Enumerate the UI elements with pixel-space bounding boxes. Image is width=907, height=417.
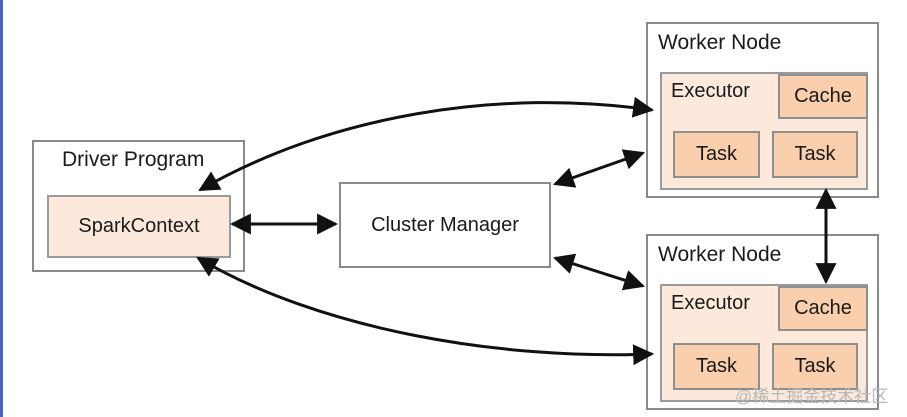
worker-node-2-title: Worker Node bbox=[658, 243, 782, 266]
left-edge-rule bbox=[0, 0, 3, 417]
arrow-cluster-worker2 bbox=[552, 253, 646, 291]
watermark: @稀土掘金技术社区 bbox=[735, 387, 889, 406]
worker-node-2-executor-label: Executor bbox=[671, 292, 750, 314]
worker-node-1-executor: Executor Cache Task Task bbox=[660, 72, 868, 190]
arrow-spark-worker1 bbox=[198, 96, 655, 192]
worker-node-1-cache: Cache bbox=[778, 74, 868, 119]
worker-node-2: Worker Node Executor Cache Task Task bbox=[646, 234, 879, 410]
worker-node-1-executor-label: Executor bbox=[671, 80, 750, 102]
spark-context: SparkContext bbox=[47, 195, 231, 258]
driver-program-title: Driver Program bbox=[62, 148, 205, 171]
worker-node-1-task-2: Task bbox=[772, 131, 858, 178]
worker-node-2-cache: Cache bbox=[778, 286, 868, 331]
worker-node-2-executor: Executor Cache Task Task bbox=[660, 284, 868, 402]
arrow-cluster-worker1 bbox=[553, 149, 645, 188]
worker-node-2-task-2: Task bbox=[772, 343, 858, 390]
worker-node-1-task-1: Task bbox=[673, 131, 760, 178]
worker-node-1-title: Worker Node bbox=[658, 31, 782, 54]
worker-node-1: Worker Node Executor Cache Task Task bbox=[646, 22, 879, 198]
worker-node-2-task-1: Task bbox=[673, 343, 760, 390]
cluster-manager: Cluster Manager bbox=[339, 182, 551, 268]
arrow-spark-worker2 bbox=[196, 256, 655, 366]
